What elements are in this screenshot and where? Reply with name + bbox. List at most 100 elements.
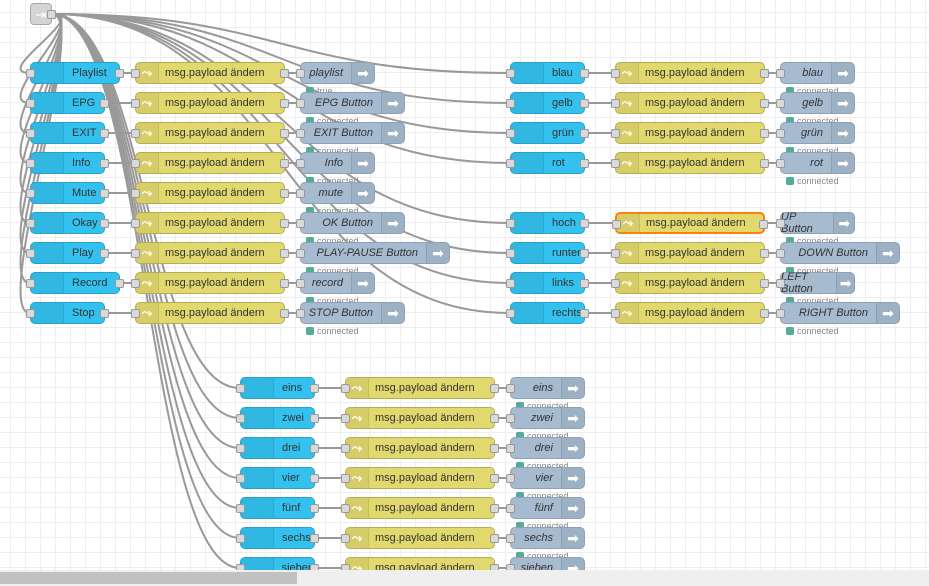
change-node[interactable]: ⤳msg.payload ändern [611,152,769,174]
input-port[interactable] [26,219,35,228]
input-port[interactable] [776,279,785,288]
output-port[interactable] [310,384,319,393]
input-port[interactable] [776,219,785,228]
output-port[interactable] [280,159,289,168]
output-node[interactable]: sechs➡ [506,527,585,549]
change-node[interactable]: ⤳msg.payload ändern [131,272,289,294]
input-port[interactable] [131,129,140,138]
output-node[interactable]: EPG Button➡ [296,92,405,114]
input-port[interactable] [296,219,305,228]
change-node[interactable]: ⤳msg.payload ändern [611,302,769,324]
input-port[interactable] [776,309,785,318]
output-port[interactable] [490,414,499,423]
input-port[interactable] [506,504,515,513]
output-port[interactable] [760,129,769,138]
output-port[interactable] [100,189,109,198]
output-node[interactable]: record➡ [296,272,375,294]
inject-node-group_b-3[interactable]: rot [506,152,589,174]
output-port[interactable] [310,504,319,513]
inject-node-group_c-2[interactable]: links [506,272,589,294]
input-port[interactable] [506,534,515,543]
change-node[interactable]: ⤳msg.payload ändern [341,557,499,570]
output-node[interactable]: vier➡ [506,467,585,489]
change-node[interactable]: ⤳msg.payload ändern [341,407,499,429]
input-port[interactable] [506,309,515,318]
input-port[interactable] [131,99,140,108]
output-node[interactable]: zwei➡ [506,407,585,429]
change-node[interactable]: ⤳msg.payload ändern [611,62,769,84]
input-port[interactable] [26,189,35,198]
input-port[interactable] [611,159,620,168]
output-port[interactable] [490,504,499,513]
input-port[interactable] [131,279,140,288]
input-port[interactable] [506,279,515,288]
input-port[interactable] [341,504,350,513]
input-port[interactable] [26,159,35,168]
input-port[interactable] [296,99,305,108]
inject-node-group_d-4[interactable]: fünf [236,497,319,519]
output-node[interactable]: mute➡ [296,182,375,204]
input-port[interactable] [296,249,305,258]
output-port[interactable] [490,444,499,453]
input-port[interactable] [506,444,515,453]
output-port[interactable] [310,534,319,543]
output-node[interactable]: eins➡ [506,377,585,399]
output-port[interactable] [100,99,109,108]
output-port[interactable] [310,474,319,483]
change-node[interactable]: ⤳msg.payload ändern [341,377,499,399]
inject-node-group_d-1[interactable]: zwei [236,407,319,429]
input-port[interactable] [131,249,140,258]
output-node[interactable]: RIGHT Button➡ [776,302,900,324]
inject-node-group_a-5[interactable]: Okay [26,212,109,234]
input-port[interactable] [611,249,620,258]
output-port[interactable] [280,249,289,258]
output-node[interactable]: Info➡ [296,152,375,174]
input-port[interactable] [341,564,350,570]
change-node[interactable]: ⤳msg.payload ändern [131,182,289,204]
change-node[interactable]: ⤳msg.payload ändern [131,302,289,324]
output-port[interactable] [760,279,769,288]
scrollbar-thumb[interactable] [0,572,297,584]
inject-node-group_b-2[interactable]: grün [506,122,589,144]
input-port[interactable] [506,219,515,228]
output-node[interactable]: fünf➡ [506,497,585,519]
input-port[interactable] [776,159,785,168]
inject-node-group_b-1[interactable]: gelb [506,92,589,114]
output-node[interactable]: drei➡ [506,437,585,459]
change-node[interactable]: ⤳msg.payload ändern [131,242,289,264]
input-port[interactable] [236,474,245,483]
input-port[interactable] [236,504,245,513]
input-port[interactable] [296,189,305,198]
input-port[interactable] [611,129,620,138]
output-port[interactable] [115,69,124,78]
output-port[interactable] [115,279,124,288]
inject-node-group_d-6[interactable]: sieben [236,557,319,570]
input-port[interactable] [236,444,245,453]
input-port[interactable] [506,414,515,423]
input-port[interactable] [776,249,785,258]
input-port[interactable] [26,69,35,78]
input-port[interactable] [131,189,140,198]
change-node[interactable]: ⤳msg.payload ändern [131,122,289,144]
input-port[interactable] [131,69,140,78]
change-node[interactable]: ⤳msg.payload ändern [611,272,769,294]
inject-node-group_a-2[interactable]: EXIT [26,122,109,144]
output-port[interactable] [100,159,109,168]
input-port[interactable] [131,219,140,228]
input-port[interactable] [26,309,35,318]
input-port[interactable] [611,279,620,288]
change-node[interactable]: ⤳msg.payload ändern [341,497,499,519]
inject-node-group_a-0[interactable]: Playlist [26,62,124,84]
output-port[interactable] [47,10,56,19]
output-port[interactable] [580,129,589,138]
output-port[interactable] [280,309,289,318]
change-node[interactable]: ⤳msg.payload ändern [611,242,769,264]
input-port[interactable] [612,220,621,229]
input-port[interactable] [236,384,245,393]
input-port[interactable] [776,69,785,78]
input-port[interactable] [506,159,515,168]
change-node[interactable]: ⤳msg.payload ändern [612,212,768,234]
input-port[interactable] [131,159,140,168]
input-port[interactable] [776,129,785,138]
input-port[interactable] [611,69,620,78]
